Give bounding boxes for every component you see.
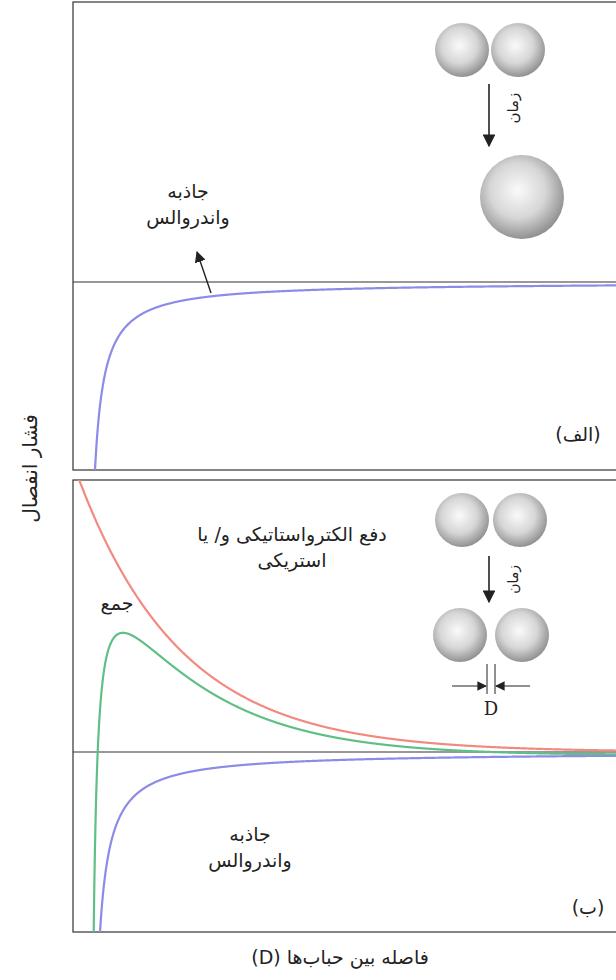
repulsion-curve — [76, 480, 616, 751]
dimension-label: D — [484, 697, 498, 721]
bubble — [433, 608, 487, 662]
panel-label: (الف) — [555, 422, 601, 448]
axis-title: فشار انفصال — [17, 414, 44, 523]
bubble — [495, 608, 549, 662]
curve-label: جاذبه واندروالس — [190, 822, 310, 873]
merged-bubble — [480, 155, 564, 239]
time-arrow — [488, 84, 490, 146]
panel-frame — [73, 2, 616, 470]
curve-label: جمع — [101, 591, 134, 617]
time-arrow — [488, 556, 490, 602]
panel-frame — [73, 480, 616, 932]
leader-arrow — [197, 252, 211, 293]
time-label: زمان — [503, 93, 523, 124]
attraction-curve — [95, 285, 616, 470]
attraction-curve — [99, 756, 616, 932]
zero-axis — [73, 281, 616, 282]
curve-label: جاذبه واندروالس — [128, 179, 248, 230]
curve-label: دفع الکترواستاتیکی و/ یا استریکی — [185, 522, 400, 573]
sum-curve — [94, 633, 616, 932]
dimension-tick — [495, 664, 496, 694]
bubble — [493, 493, 547, 547]
curve-group — [76, 480, 616, 932]
dimension-tick — [487, 664, 488, 694]
axis-title: فاصله بین حباب‌ها (D) — [251, 945, 429, 971]
time-label: زمان — [504, 565, 523, 594]
curve-group — [95, 285, 616, 470]
panel-label: (ب) — [572, 895, 605, 921]
bubble — [435, 23, 489, 77]
bubble — [435, 493, 489, 547]
dimension-arrow — [452, 685, 486, 686]
bubble — [491, 23, 545, 77]
dimension-arrow — [496, 685, 530, 686]
